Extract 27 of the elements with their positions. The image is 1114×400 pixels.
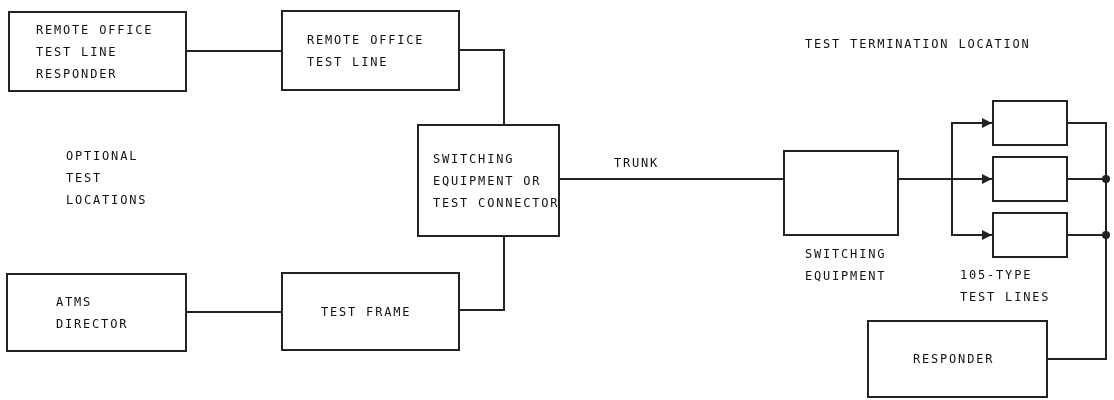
connector-line <box>459 236 505 311</box>
connector-line <box>559 178 784 180</box>
box-label: REMOTE OFFICE TEST LINE RESPONDER <box>36 21 155 83</box>
box-label: TEST FRAME <box>321 303 413 321</box>
connector-line <box>459 49 505 125</box>
connector-line <box>1047 234 1107 360</box>
annotation-text: TEST TERMINATION LOCATION <box>805 36 1032 53</box>
arrow <box>898 178 993 240</box>
connector-line <box>186 50 282 52</box>
node-caption: SWITCHING EQUIPMENT <box>805 246 888 285</box>
box-label: ATMS DIRECTOR <box>56 293 130 333</box>
process-box <box>867 320 1048 398</box>
box-label: REMOTE OFFICE TEST LINE <box>307 31 426 71</box>
empty-box <box>783 150 899 236</box>
connector-line <box>186 311 282 313</box>
process-box <box>417 124 560 237</box>
process-box <box>8 11 187 92</box>
empty-box <box>992 100 1068 146</box>
box-label: SWITCHING EQUIPMENT OR TEST CONNECTOR <box>433 150 561 212</box>
annotation-text: 105-TYPE TEST LINES <box>960 267 1052 306</box>
box-label: RESPONDER <box>913 351 996 368</box>
process-box <box>281 10 460 91</box>
process-box <box>6 273 187 352</box>
annotation-text: OPTIONAL TEST LOCATIONS <box>66 148 149 209</box>
process-box <box>281 272 460 351</box>
empty-box <box>992 156 1068 202</box>
empty-box <box>992 212 1068 258</box>
